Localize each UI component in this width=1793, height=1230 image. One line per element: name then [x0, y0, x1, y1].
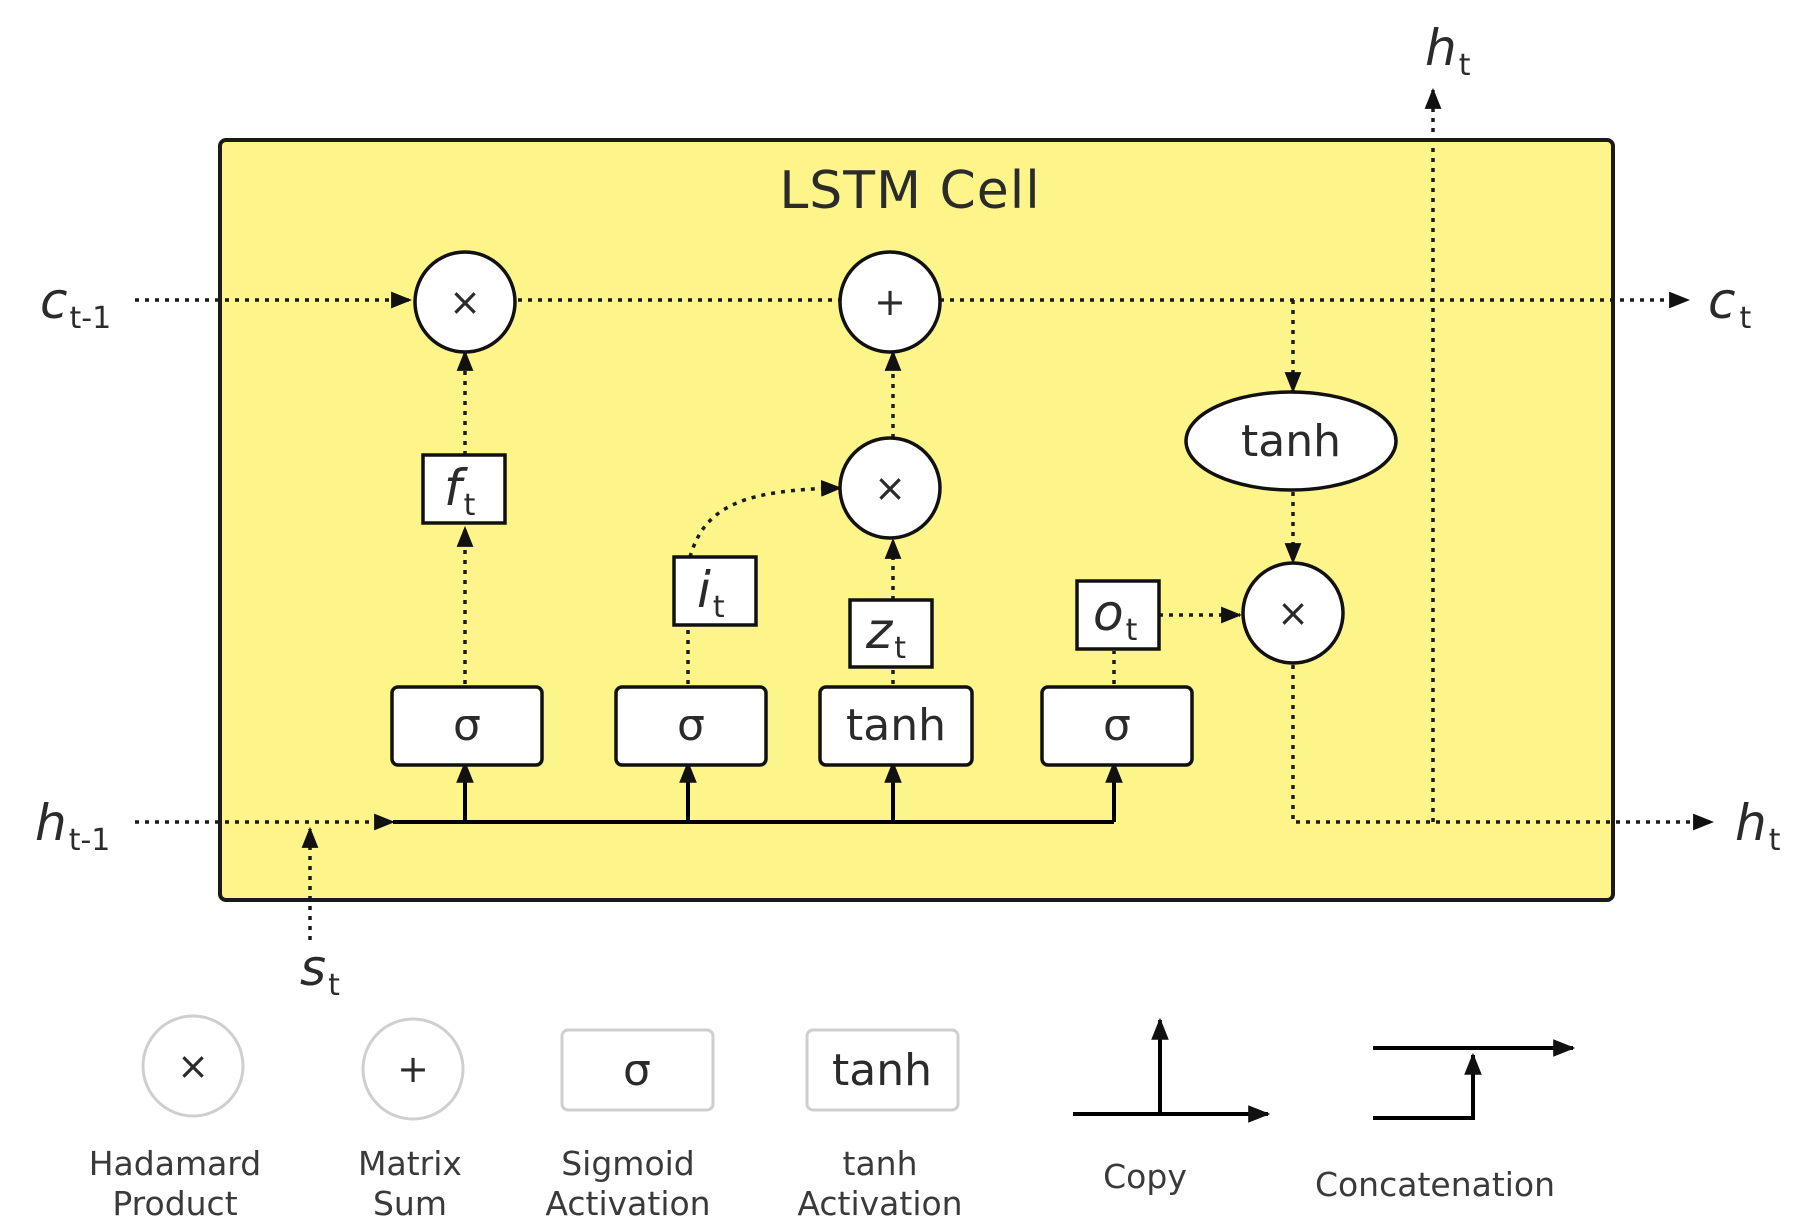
matrix-sum-cell: + [838, 250, 942, 354]
legend-tanh: tanh tanh Activation [797, 1028, 963, 1223]
hadamard-input: × [838, 436, 942, 540]
gate-i-main: i [697, 561, 711, 619]
gate-f-sub: t [464, 488, 476, 523]
sigmoid-output-box: σ [1040, 685, 1194, 767]
legend-sigmoid: σ Sigmoid Activation [545, 1028, 715, 1223]
gate-o-main: o [1093, 584, 1124, 642]
svg-text:zt: zt [865, 602, 906, 666]
legend-hadamard: × Hadamard Product [89, 1014, 262, 1223]
svg-text:Matrix: Matrix [358, 1144, 462, 1183]
sigmoid-forget-box: σ [390, 685, 544, 767]
gate-z-box: zt [848, 598, 934, 669]
h-prev-label: ht-1 [35, 794, 110, 858]
h-out-right-label: ht [1735, 794, 1781, 858]
gate-z-main: z [865, 602, 894, 660]
svg-text:Hadamard: Hadamard [89, 1144, 262, 1183]
svg-text:+: + [397, 1047, 429, 1091]
gate-o-sub: t [1126, 613, 1138, 648]
it-to-times-arrow [688, 480, 843, 558]
tanh-candidate-box: tanh [818, 685, 974, 767]
svg-text:Sigmoid: Sigmoid [561, 1144, 695, 1183]
legend-copy: Copy [1073, 1017, 1271, 1196]
svg-text:×: × [177, 1044, 209, 1088]
svg-text:σ: σ [677, 700, 705, 751]
h-out-top-label: ht [1425, 19, 1471, 83]
svg-text:ot: ot [1093, 584, 1138, 648]
svg-text:+: + [874, 280, 906, 324]
svg-text:σ: σ [623, 1045, 651, 1096]
svg-text:σ: σ [453, 700, 481, 751]
sigmoid-input-box: σ [614, 685, 768, 767]
svg-text:tanh: tanh [832, 1045, 932, 1096]
gate-i-sub: t [713, 590, 725, 625]
svg-text:Sum: Sum [373, 1184, 447, 1223]
svg-text:Activation: Activation [797, 1184, 962, 1223]
svg-text:tanh: tanh [846, 700, 946, 751]
gate-o-box: ot [1075, 579, 1161, 651]
legend-matrix-sum: + Matrix Sum [358, 1017, 465, 1223]
tanh-cell-ellipse: tanh [1184, 390, 1398, 492]
svg-text:it: it [697, 561, 725, 625]
gate-f-box: ft [421, 453, 507, 525]
hadamard-forget: × [413, 250, 517, 354]
svg-text:σ: σ [1103, 700, 1131, 751]
c-prev-label: ct-1 [40, 272, 111, 336]
svg-text:tanh: tanh [843, 1144, 918, 1183]
svg-text:Copy: Copy [1103, 1157, 1187, 1196]
svg-text:Activation: Activation [545, 1184, 710, 1223]
s-input-label: st [300, 939, 340, 1003]
svg-text:×: × [1277, 591, 1309, 635]
hadamard-output: × [1241, 561, 1345, 665]
legend-concatenation: Concatenation [1315, 1039, 1576, 1204]
svg-text:×: × [449, 280, 481, 324]
gate-i-box: it [672, 555, 758, 627]
svg-text:Concatenation: Concatenation [1315, 1165, 1555, 1204]
cell-title: LSTM Cell [779, 161, 1040, 221]
svg-text:tanh: tanh [1241, 416, 1341, 467]
gate-z-sub: t [894, 631, 906, 666]
svg-text:×: × [874, 466, 906, 510]
h-out-line [1291, 665, 1715, 831]
svg-text:Product: Product [112, 1184, 237, 1223]
